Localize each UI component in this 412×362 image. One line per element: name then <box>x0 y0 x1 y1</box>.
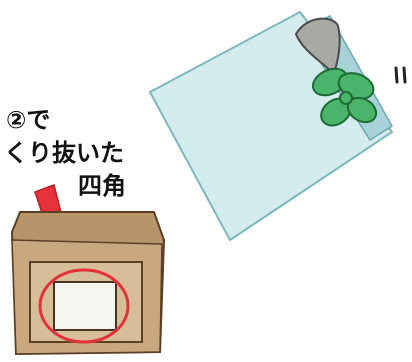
callout-line-3: 四角 <box>78 172 126 200</box>
callout-label: ②で くり抜いた 四角 <box>4 104 154 200</box>
sparkle-marks <box>394 66 407 84</box>
leaf-decoration <box>294 17 341 76</box>
bow-decoration <box>311 67 378 127</box>
callout-line-1: ②で <box>6 106 51 134</box>
gift-package <box>149 11 407 241</box>
red-circle-highlight <box>38 268 130 344</box>
cut-out-square <box>53 281 117 331</box>
box-illustration <box>10 211 166 356</box>
callout-line-2: くり抜いた <box>4 139 124 167</box>
wrapping-paper <box>149 11 393 241</box>
